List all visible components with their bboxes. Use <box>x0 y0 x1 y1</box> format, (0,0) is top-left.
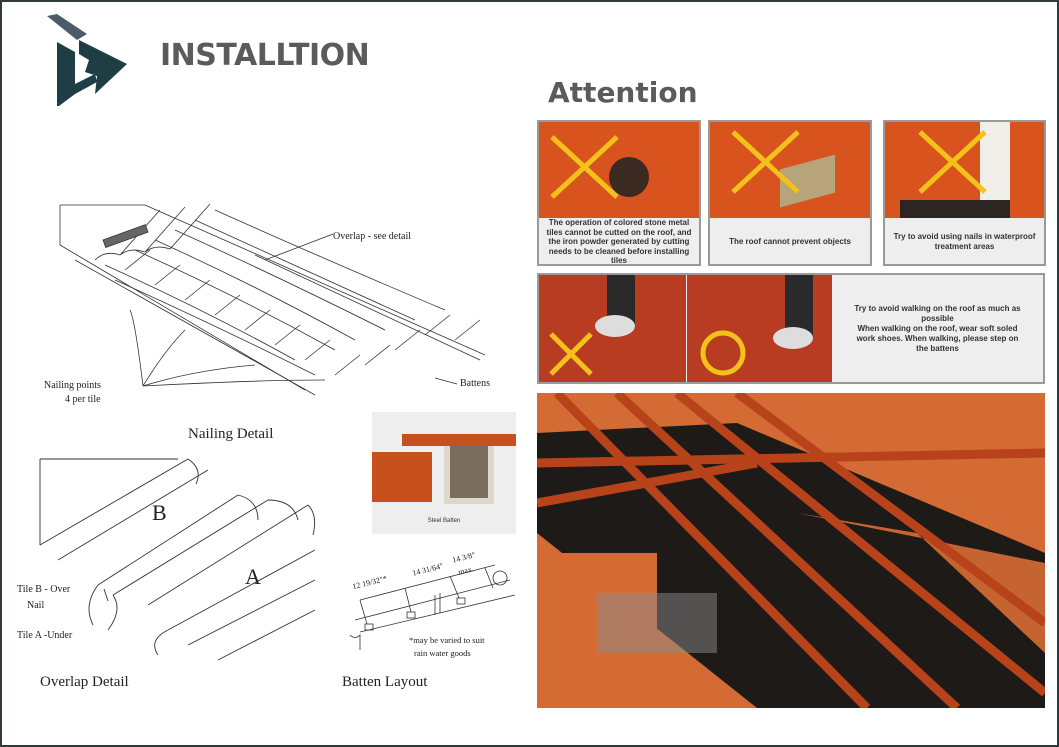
nailing-detail-caption: Nailing Detail <box>188 426 274 442</box>
tile-b-over-label: Tile B - Over <box>17 584 71 595</box>
batten-layout-drawing <box>349 564 516 650</box>
batten-note-1: *may be varied to suit <box>409 635 485 645</box>
tile-a-under-label: Tile A -Under <box>17 630 73 641</box>
circle-mark-icon <box>700 330 746 376</box>
panel-text: The roof cannot prevent objects <box>729 237 851 247</box>
company-logo <box>47 14 127 106</box>
nail-label: Nail <box>27 600 45 611</box>
walking-panel: Try to avoid walking on the roof as much… <box>537 273 1045 384</box>
panel-text: Try to avoid using nails in waterproof t… <box>893 232 1036 251</box>
nails-image <box>885 122 1044 218</box>
battens-label: Battens <box>460 378 490 389</box>
overlap-detail-caption: Overlap Detail <box>40 674 129 690</box>
nailing-points-label: Nailing points <box>44 380 101 391</box>
page-title: INSTALLTION <box>160 38 370 73</box>
attention-panel-nails: Try to avoid using nails in waterproof t… <box>883 120 1046 266</box>
cutting-image <box>539 122 699 218</box>
steel-batten-caption: Steel Batten <box>427 518 461 524</box>
overlap-label: Overlap - see detail <box>333 231 412 242</box>
attention-panel-objects: The roof cannot prevent objects <box>708 120 872 266</box>
objects-image <box>710 122 870 218</box>
nailing-detail-drawing <box>59 203 486 396</box>
roof-batten-photo <box>537 393 1045 708</box>
per-tile-label: 4 per tile <box>65 394 101 405</box>
batten-note-2: rain water goods <box>414 648 471 658</box>
cross-mark-icon <box>918 130 987 194</box>
walking-text-line-1: Try to avoid walking on the roof as much… <box>854 303 1021 323</box>
cross-mark-icon <box>731 130 800 194</box>
walking-text: Try to avoid walking on the roof as much… <box>832 275 1043 382</box>
attention-panel-cutting: The operation of colored stone metal til… <box>537 120 701 266</box>
cross-mark-icon <box>549 332 593 376</box>
attention-heading: Attention <box>548 76 698 109</box>
walking-text-line-2: When walking on the roof, wear soft sole… <box>856 323 1019 353</box>
walking-wrong-image <box>539 275 686 382</box>
steel-batten-image: Steel Batten <box>372 412 516 534</box>
overlap-detail-drawing <box>39 458 316 661</box>
panel-text: The operation of colored stone metal til… <box>546 218 692 266</box>
tile-b-letter: B <box>152 500 167 525</box>
tile-a-letter: A <box>245 564 261 589</box>
cross-mark-icon <box>550 135 619 199</box>
batten-layout-caption: Batten Layout <box>342 674 428 690</box>
walking-right-image <box>687 275 832 382</box>
